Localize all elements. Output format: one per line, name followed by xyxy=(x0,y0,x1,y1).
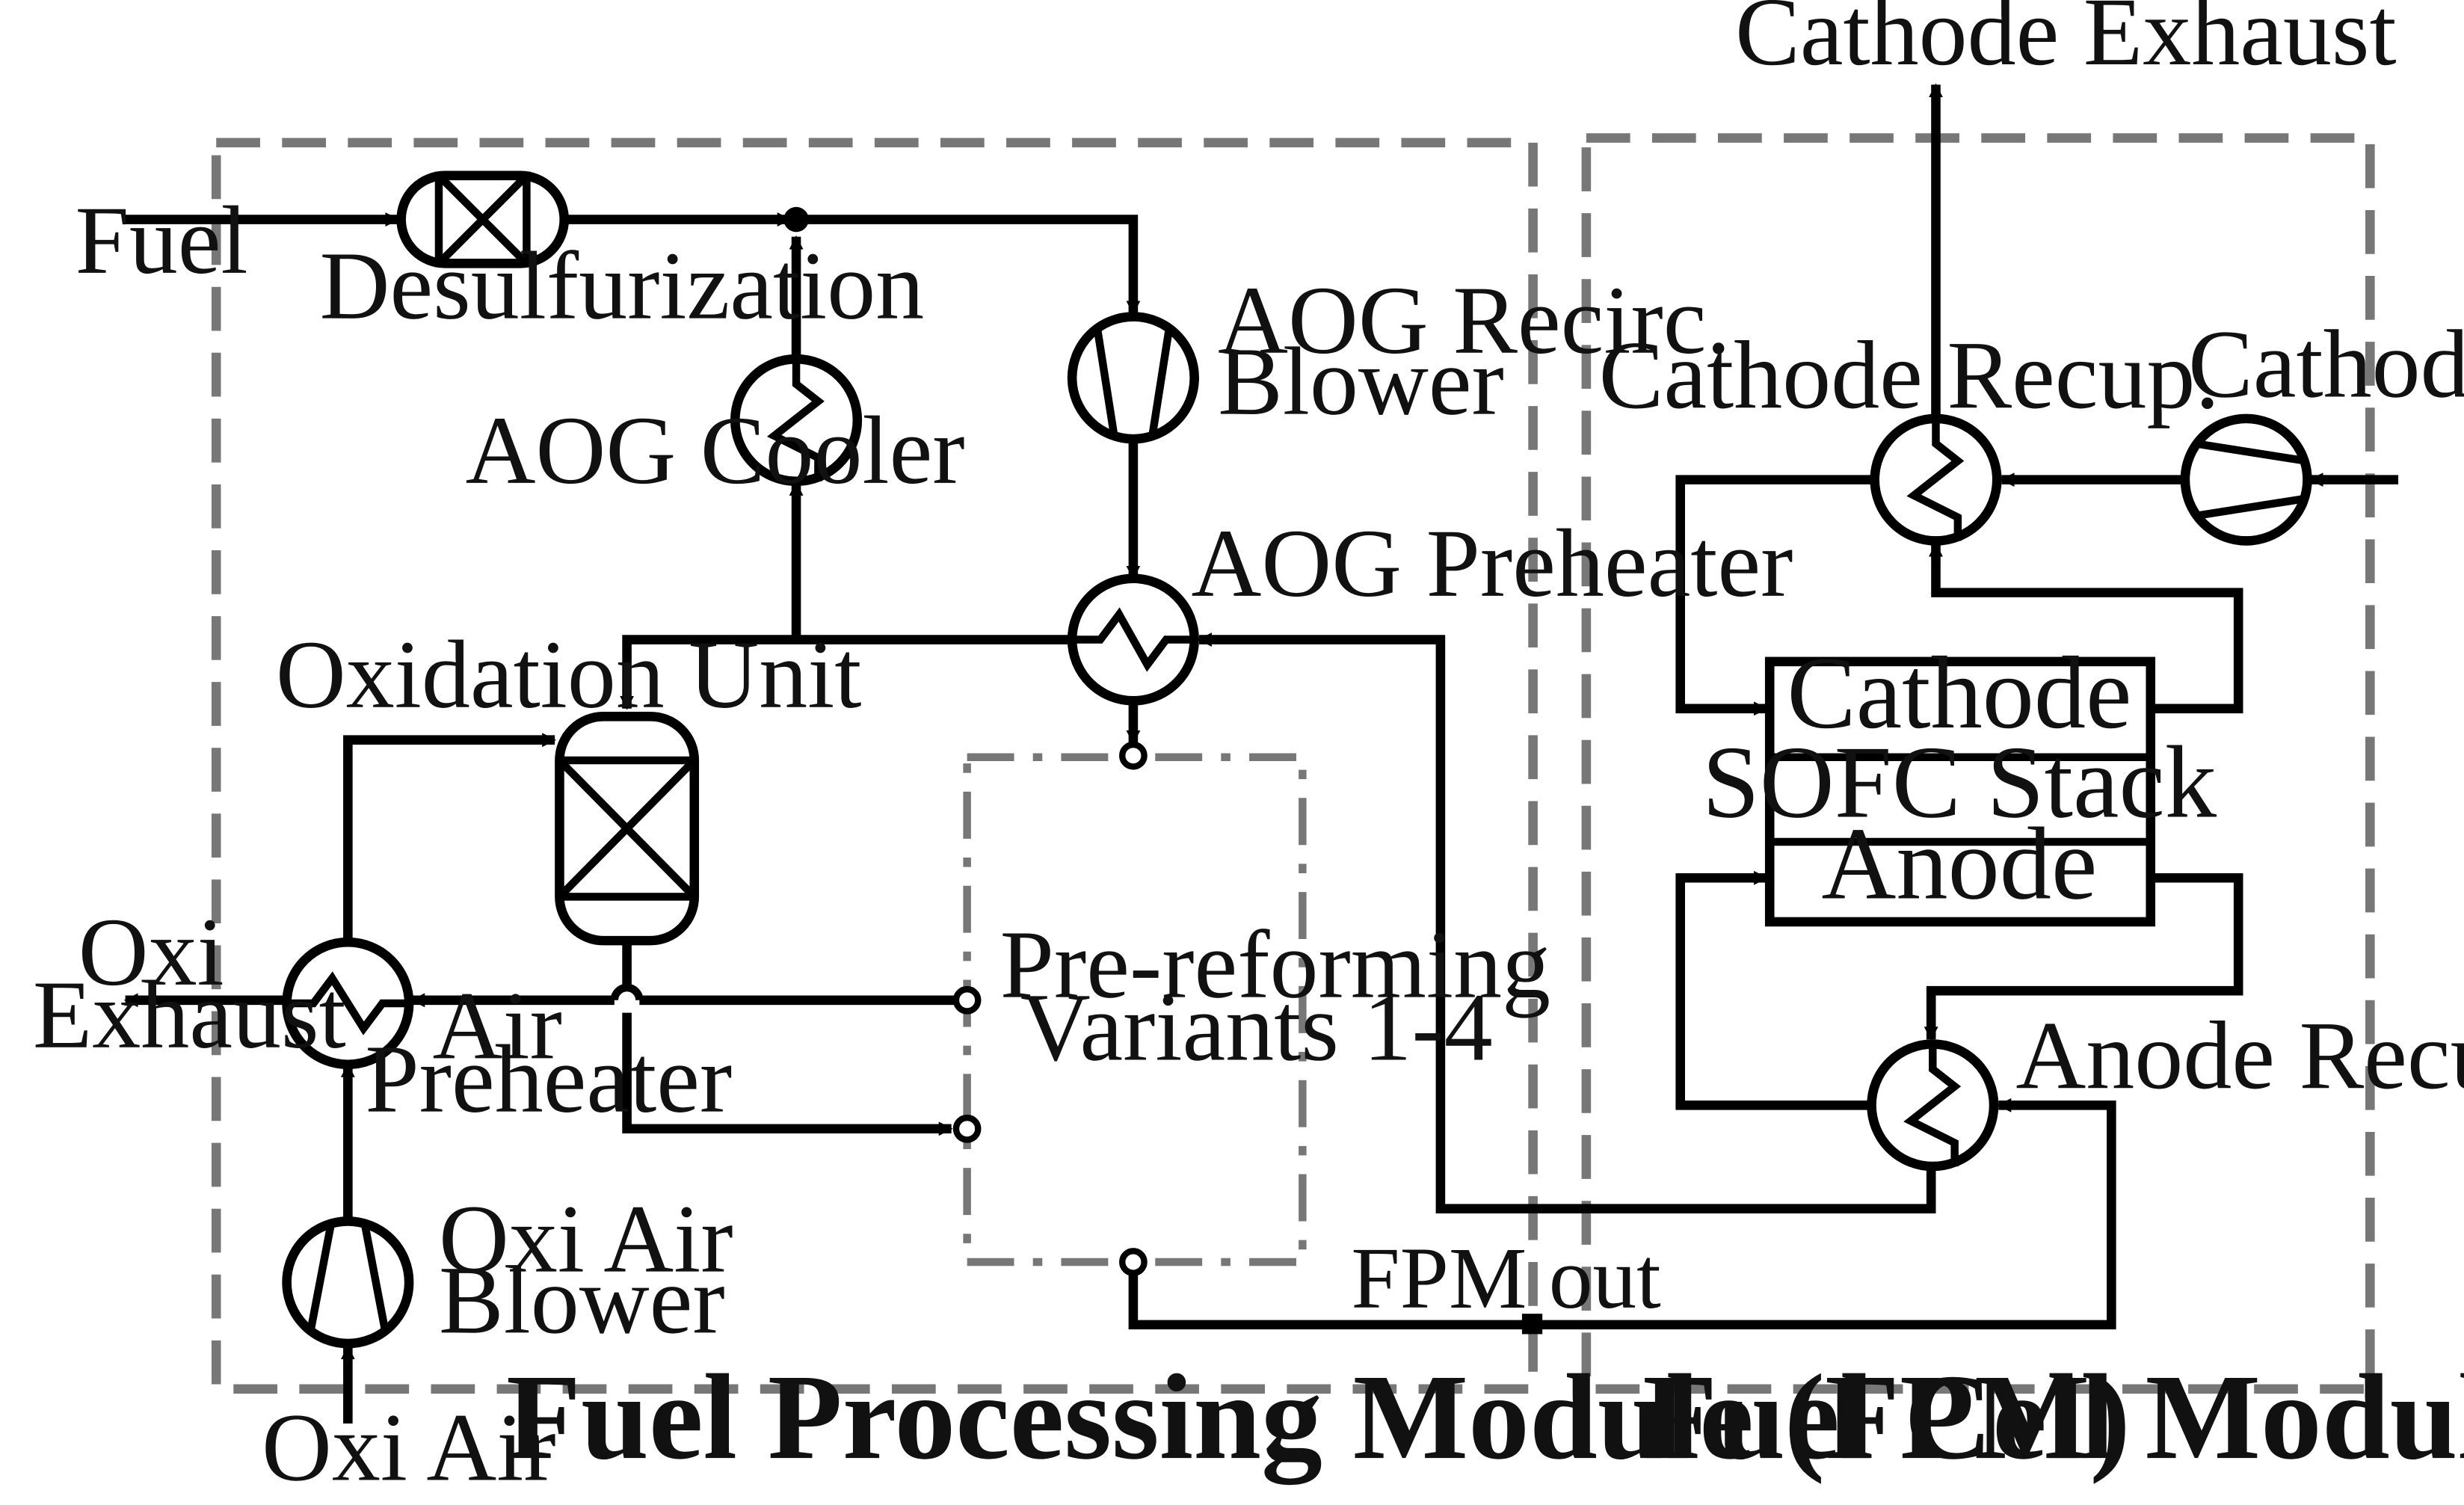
equipment-label-cathode-recup: Cathode Recup. xyxy=(1599,321,2220,429)
fpm-out-junction xyxy=(1521,1314,1543,1335)
fuel-mixing-node xyxy=(783,206,809,233)
stream-label-cathode-air: Cathode Air xyxy=(2188,311,2464,419)
aog-cooler-icon xyxy=(730,354,863,487)
stream-label-oxi-exhaust-2: Exhaust xyxy=(33,961,346,1069)
equipment-label-air-preheater-2: Preheater xyxy=(365,1026,732,1133)
fcm-module-boundary xyxy=(1581,133,2375,1394)
stream-label-oxi-air: Oxi Air xyxy=(262,1394,556,1501)
stream-label-fpm-out: FPM out xyxy=(1351,1230,1660,1327)
desulfurization-unit-icon xyxy=(396,170,570,268)
prereforming-label-1: Pre-reforming xyxy=(1000,911,1550,1019)
oxi-air-blower-icon xyxy=(282,1216,414,1349)
equipment-label-oxi-air-blower-1: Oxi Air xyxy=(439,1186,733,1293)
prereforming-outlet-port xyxy=(1119,1248,1148,1276)
equipment-label-aog-cooler: AOG Cooler xyxy=(466,397,965,505)
prereforming-label-2: Variants 1-4 xyxy=(1020,973,1493,1081)
equipment-label-oxi-air-blower-2: Blower xyxy=(439,1246,725,1354)
equipment-label-aog-recirc-blower-2: Blower xyxy=(1218,328,1504,436)
equipment-label-aog-recirc-blower-1: AOG Recirc. xyxy=(1218,267,1731,375)
aog-preheater-icon xyxy=(1067,573,1199,706)
oxidation-unit-icon xyxy=(555,711,700,946)
fpm-module-boundary xyxy=(211,138,1538,1394)
cathode-recuperator-icon xyxy=(1870,413,2002,546)
equipment-label-aog-preheater: AOG Preheater xyxy=(1191,510,1793,618)
piping xyxy=(123,83,2399,1424)
stack-label-sofc-stack: SOFC Stack xyxy=(1702,724,2217,839)
aog-recirc-blower-icon xyxy=(1067,312,1199,444)
equipment-label-desulfurization: Desulfurization xyxy=(320,233,925,340)
module-title-fpm: Fuel Processing Module (FPM) xyxy=(506,1349,2131,1485)
stack-label-anode: Anode xyxy=(1821,807,2097,921)
cathode-air-blower-icon xyxy=(2180,413,2312,546)
stream-label-fuel: Fuel xyxy=(76,187,248,295)
prereforming-inlet-port xyxy=(1119,741,1148,770)
module-title-fcm: Fuel Cell Module (FCM) xyxy=(1642,1349,2464,1485)
air-preheater-icon xyxy=(282,937,414,1070)
anode-recuperator-icon xyxy=(1867,1039,1999,1172)
equipment-label-anode-recup: Anode Recup. xyxy=(2015,1002,2464,1109)
prereforming-oxi-outlet-port xyxy=(952,985,982,1015)
sofc-stack xyxy=(1764,656,2156,927)
prereforming-oxi-inlet-port xyxy=(952,1114,982,1143)
equipment-label-air-preheater-1: Air xyxy=(433,972,562,1080)
equipment-label-oxidation-unit: Oxidation Unit xyxy=(276,621,862,729)
stack-label-cathode: Cathode xyxy=(1787,635,2131,750)
stream-label-oxi-exhaust-1: Oxi xyxy=(78,899,224,1006)
stream-label-cathode-exhaust: Cathode Exhaust xyxy=(1735,0,2397,86)
